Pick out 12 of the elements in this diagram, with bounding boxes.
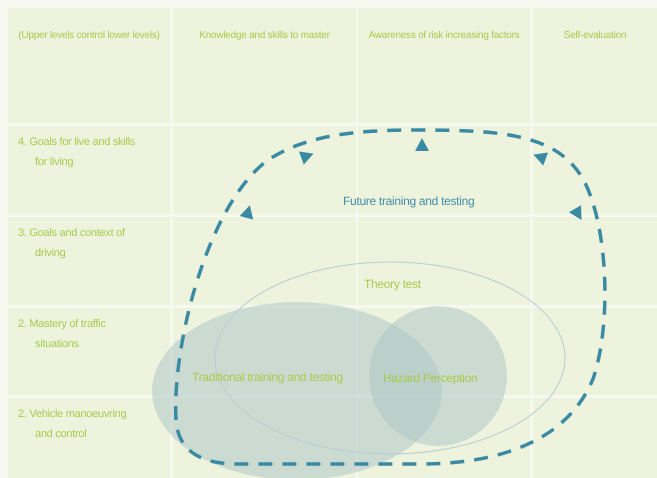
- shape-label: Future training and testing: [343, 193, 474, 210]
- shape-label: Hazard Perception: [383, 370, 478, 387]
- shape-label: Theory test: [364, 276, 421, 293]
- shape-label: Traditional training and testing: [192, 369, 343, 386]
- level-label: 2. Vehicle manoeuvring and control: [18, 407, 128, 442]
- column-header: Knowledge and skills to master: [198, 30, 331, 42]
- column-header: Awareness of risk increasing factors: [368, 30, 520, 42]
- level-label: 4. Goals for live and skills for living: [18, 135, 136, 170]
- column-header: (Upper levels control lower levels): [17, 30, 161, 42]
- level-label: 3. Goals and context of driving: [18, 226, 126, 261]
- level-label: 2. Mastery of traffic situations: [18, 317, 107, 352]
- column-header: Self-evaluation: [562, 30, 628, 42]
